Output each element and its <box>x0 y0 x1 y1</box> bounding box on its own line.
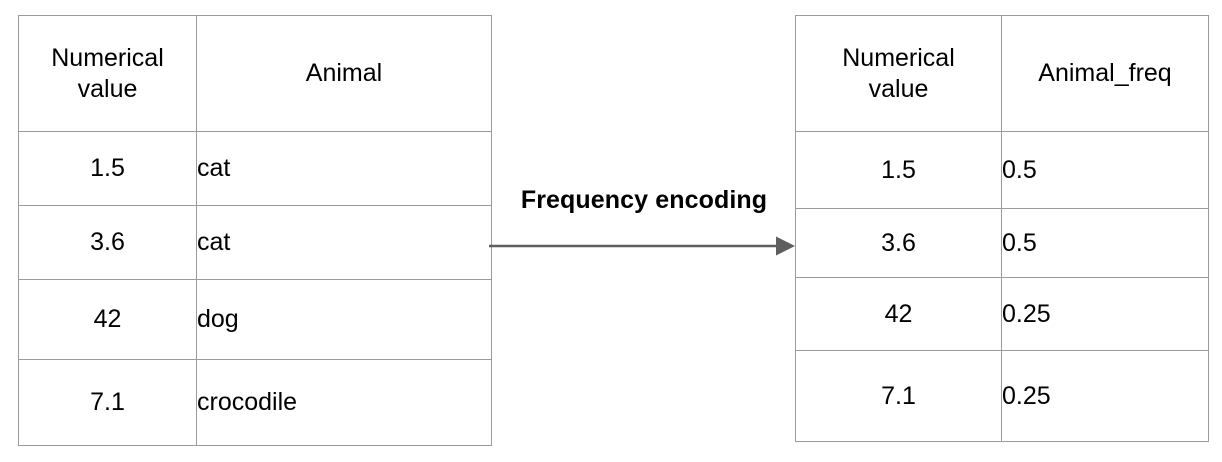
frequency-encoded-table: Numerical value Animal_freq 1.5 0.5 3.6 … <box>795 15 1209 442</box>
cell-animal-freq: 0.5 <box>1001 208 1209 278</box>
header-line-1: Animal <box>305 59 383 87</box>
original-table-body: 1.5 cat 3.6 cat 42 dog 7.1 crocodile <box>18 131 492 446</box>
cell-numerical-value: 1.5 <box>795 131 1002 209</box>
original-table-header: Numerical value Animal <box>18 15 492 132</box>
header-line-1: Numerical <box>51 43 164 72</box>
cell-numerical-value: 7.1 <box>795 350 1002 442</box>
cell-animal: crocodile <box>196 359 492 446</box>
cell-animal: cat <box>196 131 492 206</box>
cell-animal: dog <box>196 279 492 360</box>
cell-numerical-value: 7.1 <box>18 359 197 446</box>
cell-animal-freq: 0.5 <box>1001 131 1209 209</box>
cell-numerical-value: 3.6 <box>795 208 1002 278</box>
table-row: 3.6 cat <box>18 205 492 280</box>
header-numerical-value: Numerical value <box>18 15 197 132</box>
header-line-2: value <box>868 74 929 103</box>
cell-animal-freq: 0.25 <box>1001 277 1209 351</box>
table-row: 1.5 cat <box>18 131 492 206</box>
table-row: 42 0.25 <box>795 277 1209 351</box>
table-header-row: Numerical value Animal <box>18 15 492 132</box>
cell-animal: cat <box>196 205 492 280</box>
header-animal-freq: Animal_freq <box>1001 15 1209 132</box>
table-row: 1.5 0.5 <box>795 131 1209 209</box>
cell-numerical-value: 1.5 <box>18 131 197 206</box>
table-row: 3.6 0.5 <box>795 208 1209 278</box>
table-header-row: Numerical value Animal_freq <box>795 15 1209 132</box>
header-line-1: Animal_freq <box>1038 59 1172 87</box>
transformation-label: Frequency encoding <box>520 186 768 214</box>
original-data-table: Numerical value Animal 1.5 cat 3.6 cat 4… <box>18 15 492 446</box>
table-row: 42 dog <box>18 279 492 360</box>
cell-numerical-value: 3.6 <box>18 205 197 280</box>
rightward-arrow-icon <box>489 236 795 256</box>
cell-numerical-value: 42 <box>795 277 1002 351</box>
encoded-table-header: Numerical value Animal_freq <box>795 15 1209 132</box>
header-animal: Animal <box>196 15 492 132</box>
header-line-2: value <box>77 74 138 103</box>
cell-animal-freq: 0.25 <box>1001 350 1209 442</box>
encoded-table-body: 1.5 0.5 3.6 0.5 42 0.25 7.1 0.25 <box>795 131 1209 442</box>
header-line-1: Numerical <box>842 43 955 72</box>
table-row: 7.1 crocodile <box>18 359 492 446</box>
transformation-annotation: Frequency encoding <box>488 186 800 262</box>
cell-numerical-value: 42 <box>18 279 197 360</box>
header-numerical-value: Numerical value <box>795 15 1002 132</box>
table-row: 7.1 0.25 <box>795 350 1209 442</box>
